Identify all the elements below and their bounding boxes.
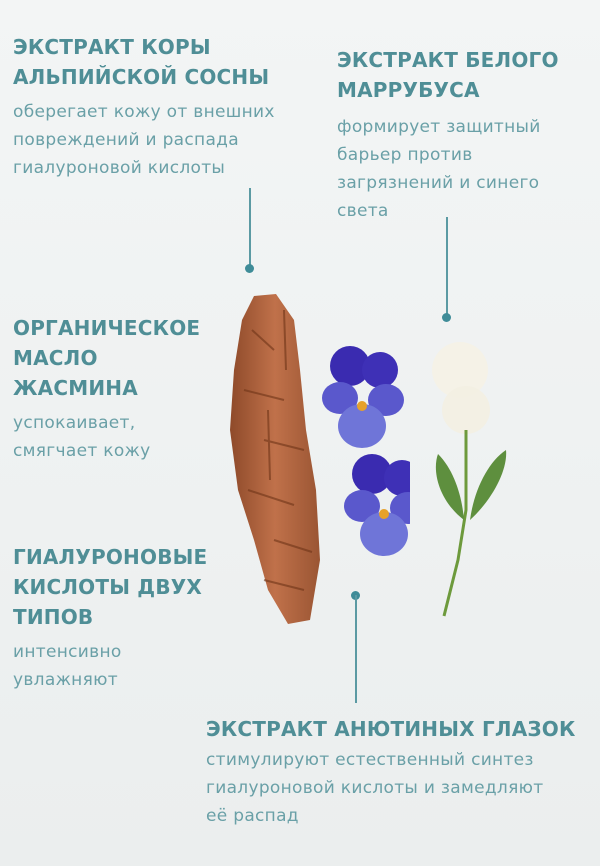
connector-dot (442, 313, 451, 322)
connector-line (355, 595, 357, 703)
pine-bark-image (230, 294, 320, 624)
ingredient-hyaluronic-acids: ГИАЛУРОНОВЫЕ КИСЛОТЫ ДВУХ ТИПОВ интенсив… (13, 542, 233, 694)
ingredient-description: стимулируют естественный синтез гиалурон… (206, 750, 544, 826)
pansy-flowers-image (322, 346, 410, 556)
ingredient-jasmine-oil: ОРГАНИЧЕСКОЕ МАСЛО ЖАСМИНА успокаивает, … (13, 313, 233, 465)
ingredient-pine-bark: ЭКСТРАКТ КОРЫ АЛЬПИЙСКОЙ СОСНЫ оберегает… (13, 32, 323, 182)
connector-dot (245, 264, 254, 273)
ingredient-title: ЭКСТРАКТ КОРЫ АЛЬПИЙСКОЙ СОСНЫ (13, 35, 270, 89)
ingredient-pansy: ЭКСТРАКТ АНЮТИНЫХ ГЛАЗОК стимулируют ест… (206, 714, 600, 830)
ingredient-title: ГИАЛУРОНОВЫЕ КИСЛОТЫ ДВУХ ТИПОВ (13, 545, 208, 629)
ingredient-white-horehound: ЭКСТРАКТ БЕЛОГО МАРРУБУСА формирует защи… (337, 45, 597, 225)
white-horehound-image (432, 342, 507, 617)
ingredient-title: ЭКСТРАКТ БЕЛОГО МАРРУБУСА (337, 48, 559, 102)
ingredient-description: интенсивно увлажняют (13, 642, 122, 690)
ingredient-description: успокаивает, смягчает кожу (13, 413, 151, 461)
ingredient-description: оберегает кожу от внешних повреждений и … (13, 102, 275, 178)
ingredient-title: ОРГАНИЧЕСКОЕ МАСЛО ЖАСМИНА (13, 316, 201, 400)
connector-line (249, 188, 251, 268)
connector-line (446, 217, 448, 317)
ingredient-title: ЭКСТРАКТ АНЮТИНЫХ ГЛАЗОК (206, 717, 576, 741)
ingredient-description: формирует защитный барьер против загрязн… (337, 117, 541, 221)
